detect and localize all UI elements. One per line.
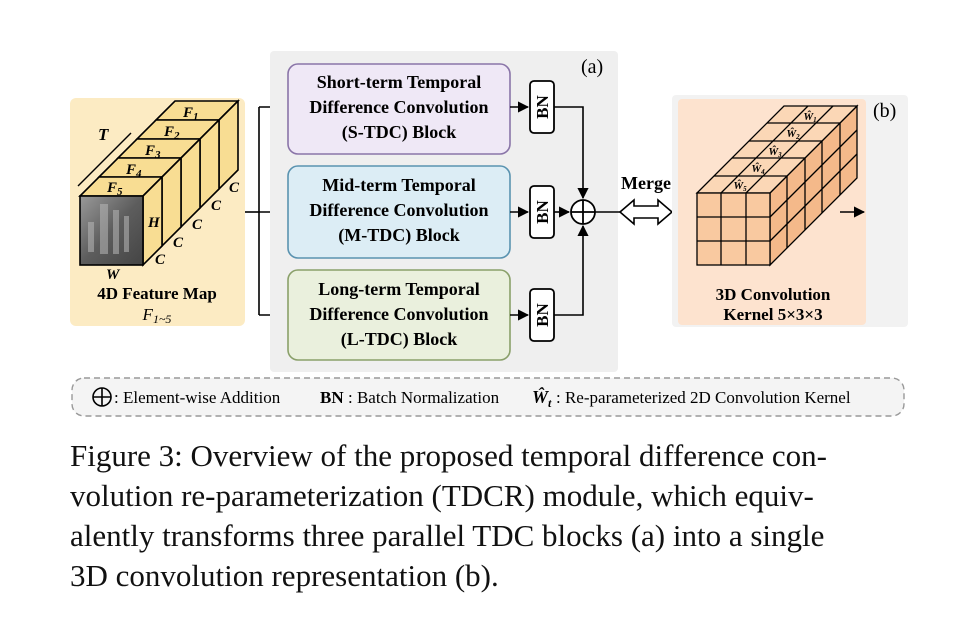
- frame-labels: F1 F2 F3 F4 F5: [106, 105, 199, 198]
- frame-label-f3: F3: [144, 143, 161, 161]
- addition-icon: [570, 199, 596, 225]
- dim-c-label-1: C: [229, 180, 240, 196]
- bn-box-mid: BN: [529, 185, 555, 239]
- s-tdc-line-1: Short-term Temporal: [317, 72, 481, 92]
- legend-box: [71, 377, 905, 417]
- kernel-label-2: Ŵ2: [786, 127, 800, 141]
- caption-line: Figure 3: Overview of the proposed tempo…: [70, 438, 827, 473]
- t-dimension-line: [77, 132, 132, 187]
- legend-bn-text: : Batch Normalization: [348, 388, 500, 407]
- l-tdc-line-1: Long-term Temporal: [318, 279, 480, 299]
- merge-label: Merge: [621, 173, 671, 193]
- m-tdc-block: Mid-term Temporal Difference Convolution…: [287, 165, 511, 259]
- caption-line: 3D convolution representation (b).: [70, 558, 499, 593]
- bn-label-long: BN: [533, 302, 552, 326]
- s-tdc-line-3: (S-TDC) Block: [342, 122, 457, 143]
- frame-texture: [88, 204, 129, 254]
- dim-w-label: W: [106, 267, 121, 283]
- legend-add-text: : Element-wise Addition: [114, 388, 281, 407]
- caption-line: alently transforms three parallel TDC bl…: [70, 518, 825, 553]
- l-tdc-line-3: (L-TDC) Block: [341, 329, 458, 350]
- block-to-bn-arrows: [510, 101, 530, 321]
- s-tdc-box: [287, 63, 511, 155]
- bn-label-mid: BN: [533, 199, 552, 223]
- frame-label-f5: F5: [106, 180, 123, 198]
- dim-c-label-3: C: [192, 217, 203, 233]
- kernel-cube: [695, 104, 859, 267]
- legend-w-text: : Re-parameterized 2D Convolution Kernel: [556, 388, 851, 407]
- dim-c-label-5: C: [155, 252, 166, 268]
- frame-label-f4: F4: [125, 162, 142, 180]
- l-tdc-line-2: Difference Convolution: [309, 304, 488, 324]
- bn-box-short: BN: [529, 80, 555, 134]
- figure-caption: Figure 3: Overview of the proposed tempo…: [70, 436, 920, 596]
- m-tdc-line-3: (M-TDC) Block: [338, 225, 459, 246]
- dim-c-label-4: C: [173, 235, 184, 251]
- kernel-label-1: Ŵ1: [803, 110, 816, 124]
- m-tdc-line-1: Mid-term Temporal: [322, 175, 475, 195]
- bn-box-long: BN: [529, 288, 555, 342]
- tdcr-diagram: T F1 F2 F3 F4 F5 C C C C C H W 4D Featur…: [70, 51, 908, 417]
- bn-to-sum-arrows: [554, 106, 589, 316]
- panel-b-tag: (b): [873, 100, 896, 122]
- kernel-title-line-2: Kernel 5×3×3: [723, 305, 822, 324]
- caption-line: volution re-parameterization (TDCR) modu…: [70, 478, 814, 513]
- dim-h-label: H: [147, 215, 161, 231]
- m-tdc-line-2: Difference Convolution: [309, 200, 488, 220]
- legend-bn-bold: BN: [320, 388, 344, 407]
- kernel-title-line-1: 3D Convolution: [716, 285, 831, 304]
- merge-double-arrow-icon: [618, 198, 674, 226]
- kernel-label-5: Ŵ5: [733, 179, 747, 193]
- panel-a-tag: (a): [581, 56, 603, 78]
- s-tdc-line-2: Difference Convolution: [309, 97, 488, 117]
- dim-t-label: T: [98, 125, 109, 144]
- feature-map-subtitle: F1~5: [142, 305, 172, 326]
- kernel-label-4: Ŵ4: [751, 162, 765, 176]
- legend-w-symbol: Ŵt: [532, 386, 552, 410]
- dim-c-label-2: C: [211, 198, 222, 214]
- bn-label-short: BN: [533, 94, 552, 118]
- feature-map-title: 4D Feature Map: [97, 284, 217, 303]
- l-tdc-block: Long-term Temporal Difference Convolutio…: [287, 269, 511, 361]
- frame-label-f1: F1: [182, 105, 199, 123]
- dimension-labels: C C C C C H W: [106, 180, 240, 283]
- kernel-labels: Ŵ1 Ŵ2 Ŵ3 Ŵ4 Ŵ5: [733, 110, 816, 193]
- s-tdc-block: Short-term Temporal Difference Convoluti…: [287, 63, 511, 155]
- kernel-label-3: Ŵ3: [768, 145, 782, 159]
- frame-label-f2: F2: [163, 124, 180, 142]
- legend-add-icon: [92, 387, 112, 407]
